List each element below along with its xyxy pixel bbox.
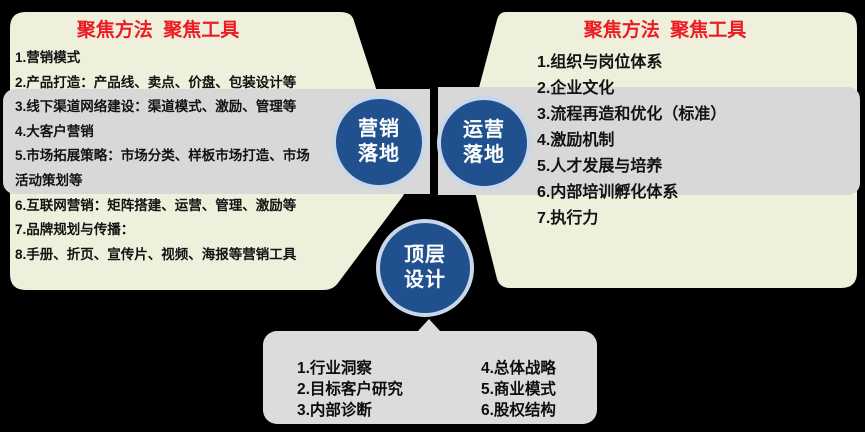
right-panel-list: 1.组织与岗位体系 2.企业文化 3.流程再造和优化（标准） 4.激励机制 5.…: [537, 50, 837, 232]
bottom-panel-right-column: 4.总体战略 5.商业模式 6.股权结构: [481, 358, 556, 421]
marketing-landing-circle: 营销 落地: [332, 95, 426, 189]
left-panel-item: 8.手册、折页、宣传片、视频、海报等营销工具: [15, 246, 297, 262]
bottom-callout-panel: 1.行业洞察 2.目标客户研究 3.内部诊断 4.总体战略 5.商业模式 6.股…: [263, 319, 597, 424]
top-level-design-circle: 顶层 设计: [376, 219, 474, 317]
bottom-panel-item: 3.内部诊断: [297, 402, 372, 419]
circle-label-line: 设计: [404, 269, 446, 291]
circle-label-line: 运营: [463, 119, 505, 141]
operations-landing-circle: 运营 落地: [437, 96, 531, 190]
left-panel-header: 聚焦方法 聚焦工具: [76, 20, 240, 41]
left-panel-item: 3.线下渠道网络建设：渠道模式、激励、管理等: [15, 99, 297, 115]
circle-label-line: 落地: [358, 143, 400, 165]
right-panel-item: 3.流程再造和优化（标准）: [537, 106, 727, 123]
right-panel-item: 6.内部培训孵化体系: [537, 184, 679, 201]
left-panel-item: 2.产品打造：产品线、卖点、价盘、包装设计等: [15, 74, 297, 90]
bottom-panel-item: 5.商业模式: [481, 381, 556, 398]
left-panel-item: 7.品牌规划与传播：: [15, 222, 135, 238]
right-panel-item: 2.企业文化: [537, 80, 615, 97]
left-panel-item: 1.营销模式: [15, 50, 81, 65]
left-panel-item: 6.互联网营销：矩阵搭建、运营、管理、激励等: [15, 197, 297, 213]
right-panel-item: 5.人才发展与培养: [537, 158, 663, 175]
circle-label-line: 顶层: [404, 244, 446, 266]
right-panel-item: 7.执行力: [537, 210, 599, 227]
bottom-panel-item: 4.总体战略: [481, 360, 556, 377]
left-panel-item: 4.大客户营销: [15, 123, 94, 139]
callout-tail: [418, 319, 440, 331]
left-panel-list: 1.营销模式 2.产品打造：产品线、卖点、价盘、包装设计等 3.线下渠道网络建设…: [15, 46, 313, 267]
right-panel-item: 1.组织与岗位体系: [537, 54, 663, 71]
circle-label-line: 落地: [463, 144, 505, 166]
left-panel-item: 5.市场拓展策略：市场分类、样板市场打造、市场活动策划等: [15, 148, 310, 188]
bottom-panel-left-column: 1.行业洞察 2.目标客户研究 3.内部诊断: [297, 358, 403, 421]
right-panel-item: 4.激励机制: [537, 132, 615, 149]
right-panel-header: 聚焦方法 聚焦工具: [583, 20, 747, 41]
bottom-panel-item: 1.行业洞察: [297, 360, 372, 377]
bottom-panel-item: 2.目标客户研究: [297, 381, 403, 398]
bottom-panel-item: 6.股权结构: [481, 402, 556, 419]
circle-label-line: 营销: [358, 118, 400, 140]
